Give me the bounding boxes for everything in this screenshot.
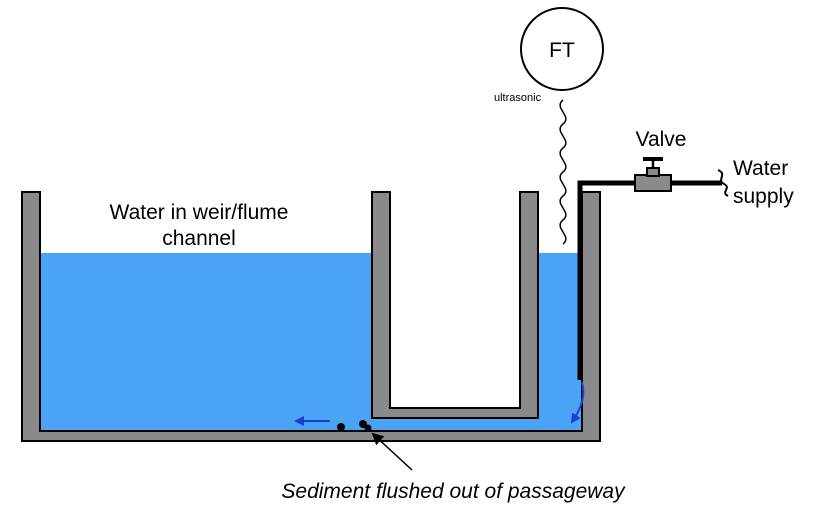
flush-flow-arrow: [570, 381, 585, 424]
ultrasonic-wave-icon: [559, 99, 567, 245]
sediment-pointer-arrow: [371, 432, 413, 471]
inner-baffle: [371, 191, 539, 419]
sediment-caption: Sediment flushed out of passageway: [281, 480, 626, 503]
transmitter-type-label: ultrasonic: [494, 92, 542, 104]
water-supply-label-line1: Water: [733, 157, 788, 180]
valve-label: Valve: [636, 128, 687, 151]
channel-water: [40, 253, 372, 431]
valve-icon: [634, 157, 672, 192]
sediment-particles: [337, 420, 372, 432]
transmitter-tag: FT: [549, 39, 575, 62]
pipe-break-icon: [717, 169, 729, 197]
channel-label-line2: channel: [162, 227, 236, 250]
passage-water-bottom: [372, 418, 538, 431]
channel-label-line1: Water in weir/flume: [110, 201, 289, 224]
well-water: [538, 253, 582, 431]
flow-transmitter-circle: [520, 7, 604, 91]
flush-pipe: [577, 180, 638, 380]
water-supply-label-line2: supply: [733, 185, 794, 208]
